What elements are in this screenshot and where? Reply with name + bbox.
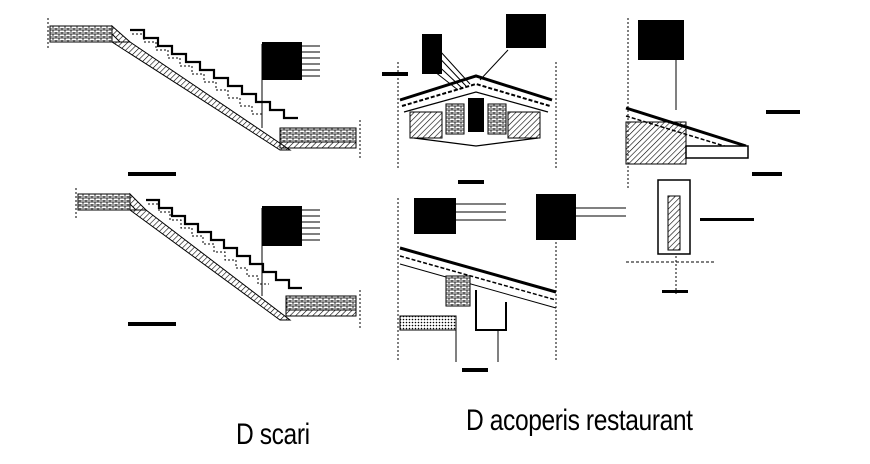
- stair-section-top: [47, 18, 361, 176]
- roof-eave-detail: [625, 18, 800, 296]
- roof-caption: D acoperis restaurant: [466, 404, 693, 437]
- stair-section-bottom: [75, 188, 361, 330]
- stairs-caption: D scari: [236, 418, 310, 451]
- roof-gutter-detail: [397, 194, 626, 372]
- roof-ridge-detail: [382, 14, 557, 184]
